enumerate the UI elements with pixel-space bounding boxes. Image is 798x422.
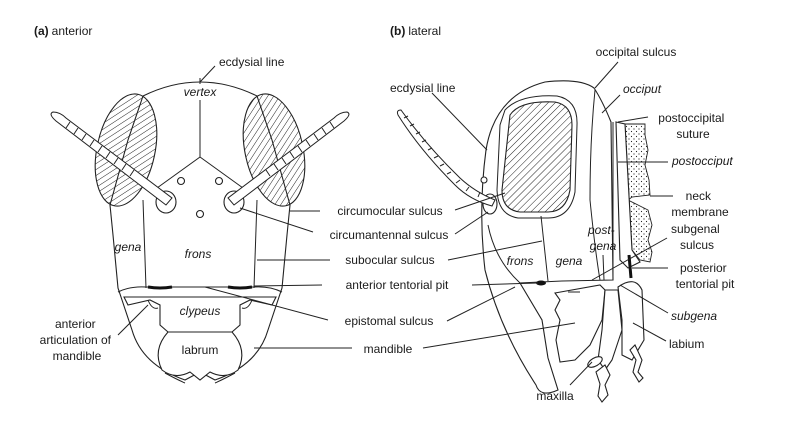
mandible-articulation-right [241,299,253,309]
compound-eye-lateral [501,101,573,213]
circumocular-sulcus-lateral [496,95,578,219]
anterior-tentorial-pit-lateral [536,280,546,286]
panel-letter-b: (b) [390,24,405,38]
label-subocular-sulcus: subocular sulcus [345,253,434,267]
label-postoccipital-suture: postoccipital suture [658,111,727,141]
maxillary-palp [595,364,611,403]
ecdysial-line-anterior [156,100,244,189]
label-mandible: mandible [364,342,413,356]
subocular-sulcus-left [142,199,147,289]
label-ecdysial-line: ecdysial line [219,55,285,69]
lateral-view: (b)lateral ecdysial line occipital sulcu… [390,24,735,403]
svg-text:(b)lateral: (b)lateral [390,24,441,38]
ocellus-median [195,209,205,219]
mandible-articulation-left [147,299,159,309]
mandible-tip-left [164,372,186,384]
anterior-tentorial-pit-right [227,285,253,290]
label-maxilla: maxilla [536,389,574,403]
antenna-left [50,111,173,206]
shared-labels: circumocular sulcus circumantennal sulcu… [330,204,449,356]
panel-title-anterior: anterior [52,24,93,38]
anterior-view: (a)anterior ecdysial line vertex gena fr… [34,24,352,384]
ocellus-lateral [480,176,488,184]
label-postocciput: postocciput [671,154,733,168]
label-gena: gena [115,240,142,254]
epistomal-sulcus-line [117,286,283,293]
ocellus-left [176,176,186,186]
antenna-right [227,111,350,206]
label-occiput: occiput [623,82,662,96]
label-labium: labium [669,337,704,351]
antenna-lateral [396,109,496,207]
occipital-sulcus-line [589,89,601,281]
labial-palp [629,344,644,383]
label-epistomal-sulcus: epistomal sulcus [345,314,434,328]
label-frons: frons [185,247,212,261]
frons-border [487,224,521,284]
label-frons-lateral: frons [507,254,534,268]
leader [199,65,216,83]
label-clypeus: clypeus [180,304,221,318]
subocular-sulcus-right [253,199,258,289]
label-circumantennal-sulcus: circumantennal sulcus [330,228,449,242]
labrum-shape [157,331,243,381]
label-gena-lateral: gena [556,254,583,268]
subocular-sulcus-lateral [540,215,549,282]
panel-title-lateral: lateral [408,24,441,38]
neck-membrane-area [615,121,641,269]
postgenal-line [602,254,605,281]
mandible-lateral [554,284,606,363]
label-postgena: post- gena [587,223,618,253]
svg-text:(a)anterior: (a)anterior [34,24,92,38]
head-capsule-anterior [109,81,291,381]
label-subgenal-sulcus: subgenal sulcus [671,222,723,252]
ocellus-right [214,176,224,186]
label-labrum: labrum [182,343,219,357]
panel-letter-a: (a) [34,24,49,38]
label-subgena: subgena [671,309,717,323]
label-ecdysial-line-lateral: ecdysial line [390,81,456,95]
labium-lateral [617,281,645,361]
anterior-tentorial-pit-left [147,285,173,290]
label-occipital-sulcus: occipital sulcus [596,45,677,59]
label-anterior-tentorial-pit: anterior tentorial pit [346,278,449,292]
mandible-tip-right [214,372,236,384]
label-vertex: vertex [184,85,218,99]
label-posterior-tentorial-pit: posterior tentorial pit [676,261,735,291]
label-circumocular-sulcus: circumocular sulcus [337,204,442,218]
anterior-leaders [117,207,352,349]
lateral-leaders [422,61,673,386]
label-anterior-articulation: anterior articulation of mandible [40,317,115,363]
label-neck-membrane: neck membrane [671,189,729,219]
